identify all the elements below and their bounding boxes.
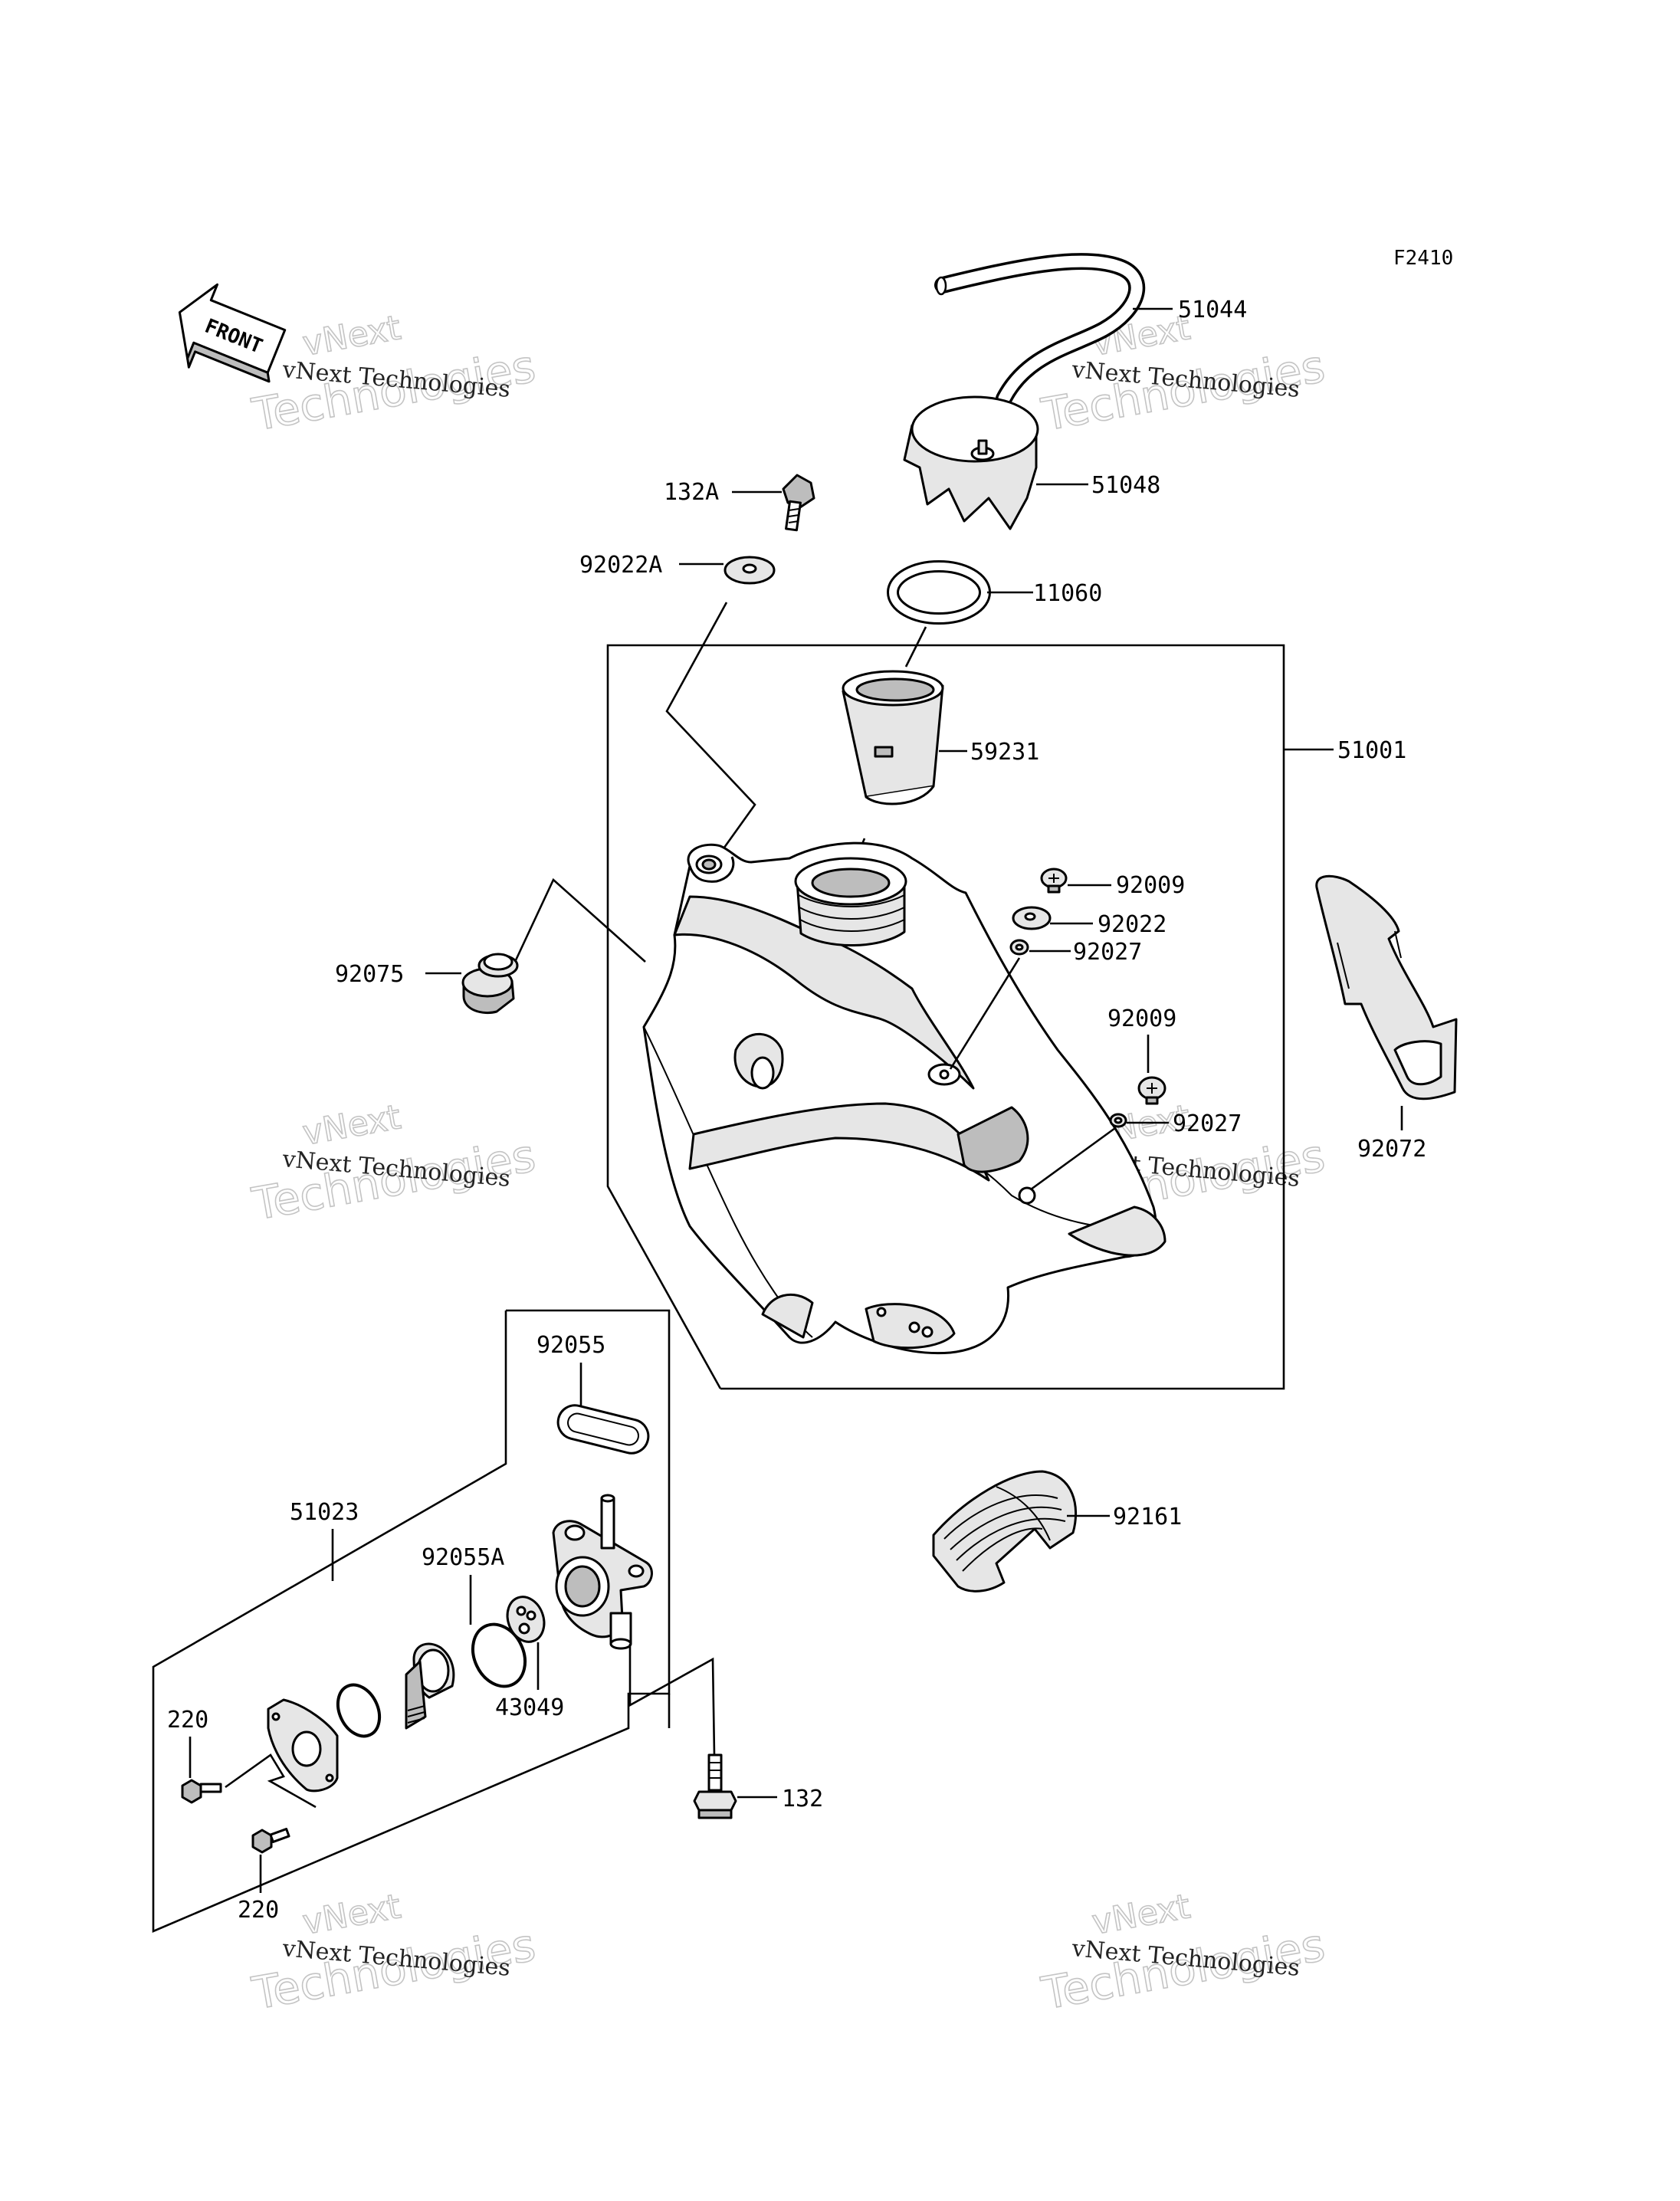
- part-washer-92022: [1012, 906, 1052, 930]
- watermark-outline-top: vNext: [300, 308, 403, 364]
- label-92072: 92072: [1357, 1136, 1426, 1163]
- label-92055A: 92055A: [422, 1544, 504, 1571]
- part-bolt-132A: [782, 474, 815, 532]
- part-washer-92022A: [724, 556, 776, 585]
- part-screw-92009-lower: [1137, 1076, 1166, 1105]
- part-screw-220-upper: [181, 1779, 222, 1804]
- label-92161: 92161: [1113, 1504, 1182, 1530]
- label-92022A: 92022A: [579, 552, 662, 579]
- label-59231: 59231: [970, 739, 1039, 766]
- label-132: 132: [782, 1786, 823, 1812]
- label-51048: 51048: [1091, 472, 1160, 499]
- part-bolt-132: [693, 1753, 737, 1819]
- tank-assembly-frame: [606, 644, 1285, 1390]
- diagram-code: F2410: [1393, 247, 1453, 270]
- part-grommet-92075: [461, 953, 519, 1015]
- label-92027-lower: 92027: [1173, 1110, 1242, 1137]
- part-strap-92072: [1315, 874, 1458, 1100]
- watermark: vNext Technologies vNext Technologies: [248, 1886, 540, 2020]
- watermark: vNext Technologies vNext Technologies: [248, 1097, 540, 1231]
- label-92022: 92022: [1098, 911, 1166, 938]
- label-11060: 11060: [1033, 580, 1102, 607]
- part-fuel-cap: [903, 395, 1039, 530]
- label-220-upper: 220: [167, 1707, 208, 1734]
- part-valve-lever: [405, 1642, 455, 1730]
- watermark-outline-top: vNext: [1089, 1887, 1193, 1943]
- part-filter-59231: [842, 670, 944, 805]
- label-220-lower: 220: [238, 1897, 279, 1924]
- label-92055: 92055: [536, 1332, 605, 1359]
- part-gasket-11060: [887, 560, 991, 625]
- valve-assembly-frame: [152, 1309, 671, 1933]
- part-screw-220-lower: [251, 1828, 290, 1854]
- part-fuel-tank: [642, 841, 1166, 1355]
- label-92009-upper: 92009: [1116, 872, 1185, 899]
- part-damper-92161: [932, 1470, 1078, 1593]
- part-gasket-43049: [506, 1596, 546, 1643]
- watermark-outline-top: vNext: [300, 1887, 403, 1943]
- watermark: vNext Technologies vNext Technologies: [248, 307, 540, 441]
- part-collar-92027-lower: [1109, 1113, 1127, 1128]
- part-oring-92055A: [471, 1622, 527, 1688]
- part-breather-hose: [934, 253, 1146, 407]
- part-fuel-valve-body: [552, 1494, 653, 1650]
- label-92075: 92075: [335, 961, 404, 988]
- part-screw-92009-upper: [1040, 868, 1068, 894]
- label-51001: 51001: [1337, 737, 1406, 764]
- part-valve-oring: [336, 1683, 382, 1738]
- part-valve-plate: [267, 1698, 339, 1793]
- part-collar-92027-upper: [1009, 939, 1029, 956]
- watermark-outline-top: vNext: [300, 1097, 403, 1153]
- part-gasket-92055: [556, 1404, 650, 1455]
- label-51044: 51044: [1178, 297, 1247, 323]
- label-132A: 132A: [664, 479, 719, 506]
- watermark: vNext Technologies vNext Technologies: [1037, 1886, 1329, 2020]
- label-92009-lower: 92009: [1107, 1005, 1176, 1032]
- label-92027-upper: 92027: [1073, 939, 1142, 966]
- front-arrow-icon: FRONT: [178, 283, 287, 383]
- label-51023: 51023: [290, 1499, 359, 1526]
- label-43049: 43049: [495, 1694, 564, 1721]
